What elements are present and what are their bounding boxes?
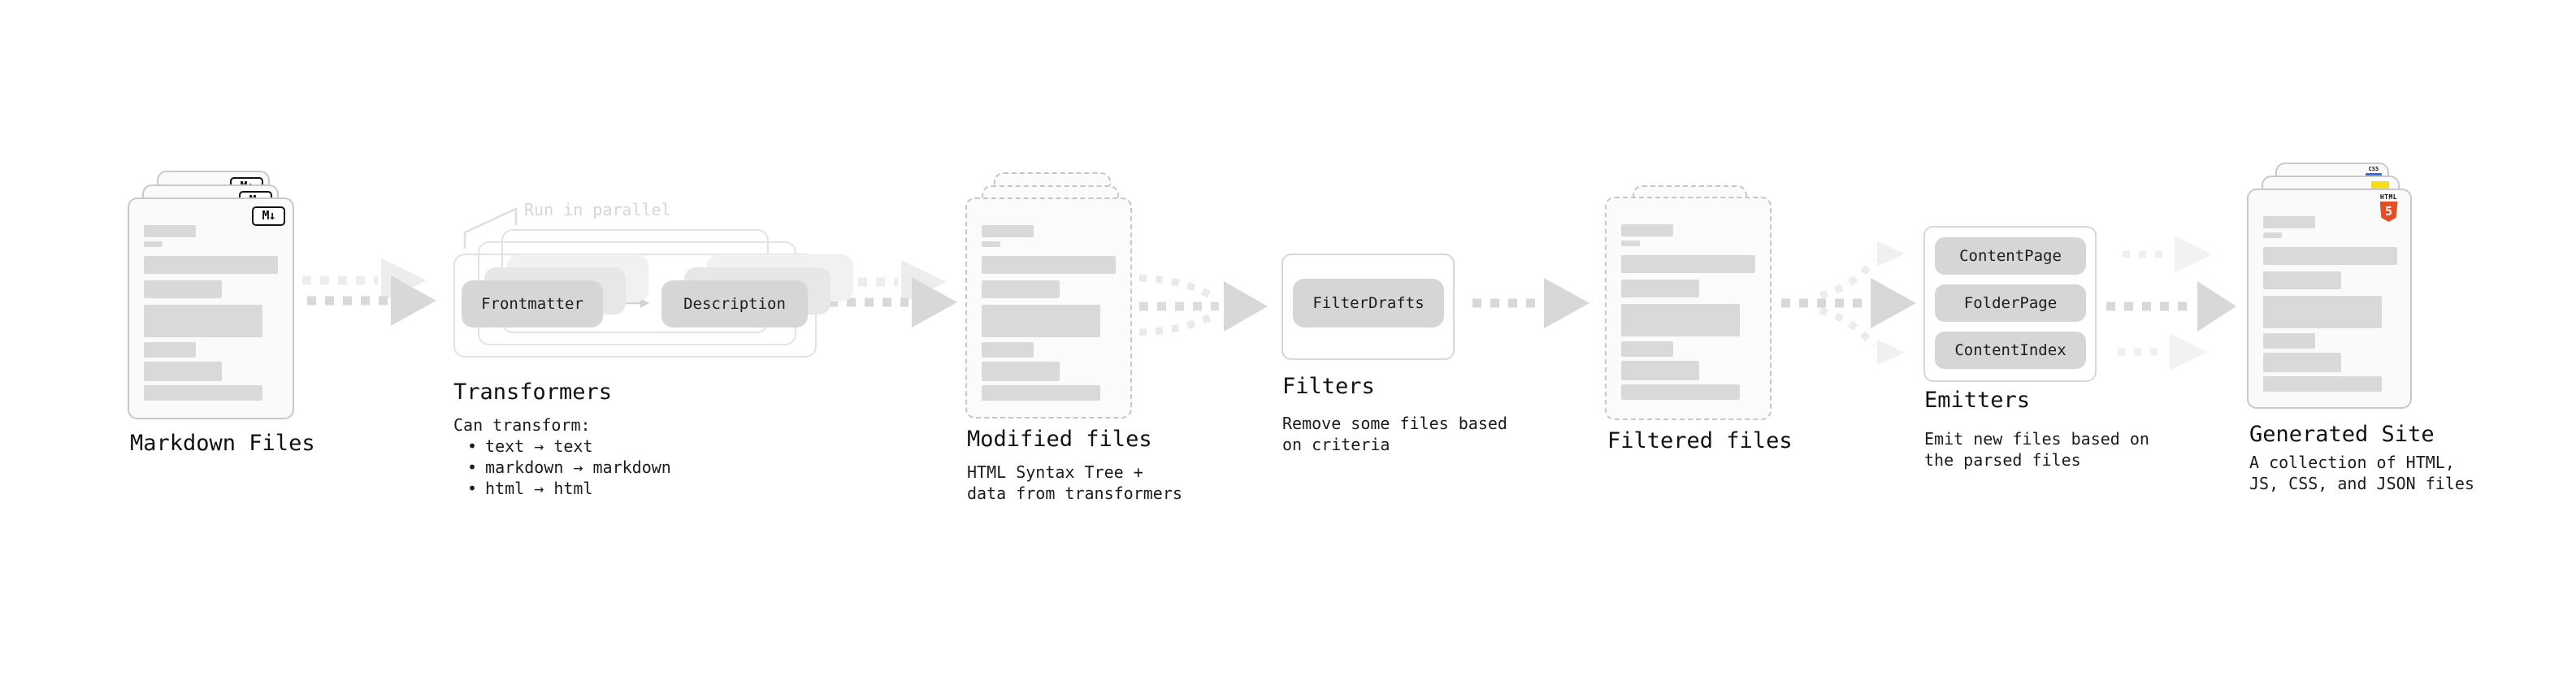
arrow-modified-to-filters (1138, 274, 1268, 336)
note-bullet: •text → text (467, 436, 593, 456)
text-line-placeholder (982, 362, 1060, 381)
generated-site-note: A collection of HTML, JS, CSS, and JSON … (2249, 453, 2474, 493)
text-line-placeholder (2263, 376, 2382, 392)
stage-label-filtered-files: Filtered files (1607, 428, 1793, 453)
arrow-filters-to-filtered (1472, 278, 1589, 328)
text-line-placeholder (982, 385, 1100, 401)
text-line-placeholder (1621, 280, 1699, 297)
text-line-placeholder (1621, 361, 1699, 380)
text-line-placeholder (144, 385, 262, 401)
text-line-placeholder (1621, 304, 1740, 336)
text-line-placeholder (144, 342, 196, 358)
arrow-markdown-to-transformers (302, 258, 436, 326)
text-line-placeholder (2263, 333, 2315, 349)
emitters-note: Emit new files based on the parsed files (1924, 429, 2149, 470)
text-line-placeholder (144, 362, 222, 381)
text-line-placeholder (2263, 271, 2341, 289)
text-line-placeholder (2263, 232, 2282, 238)
markdown-icon: M↓ (252, 206, 285, 226)
text-line-placeholder (2263, 296, 2382, 328)
plugin-filterdrafts: FilterDrafts (1293, 279, 1444, 327)
css-icon: CSS (2366, 167, 2382, 176)
stage-label-transformers: Transformers (453, 380, 613, 405)
filtered-file-card-front (1605, 197, 1772, 420)
text-line-placeholder (982, 256, 1116, 274)
text-line-placeholder (1621, 341, 1673, 357)
text-line-placeholder (1621, 255, 1755, 273)
note-bullet: •html → html (467, 479, 593, 498)
transformers-note: Can transform: •text → text •markdown → … (453, 414, 671, 499)
stage-label-markdown-files: Markdown Files (130, 431, 315, 456)
text-line-placeholder (1621, 224, 1673, 236)
text-line-placeholder (2263, 216, 2315, 228)
plugin-folderpage: FolderPage (1935, 284, 2086, 322)
text-line-placeholder (2263, 247, 2397, 265)
text-line-placeholder (2263, 353, 2341, 372)
plugin-frontmatter: Frontmatter (462, 280, 603, 327)
text-line-placeholder (144, 241, 163, 247)
note-title: Can transform: (453, 415, 591, 435)
run-in-parallel-annotation: Run in parallel (524, 200, 671, 219)
modified-files-note: HTML Syntax Tree + data from transformer… (967, 462, 1182, 503)
stage-label-modified-files: Modified files (967, 427, 1152, 452)
html5-icon: HTML 5 (2379, 194, 2398, 222)
text-line-placeholder (144, 280, 222, 298)
plugin-contentindex: ContentIndex (1935, 332, 2086, 369)
text-line-placeholder (144, 256, 278, 274)
plugin-contentpage: ContentPage (1935, 237, 2086, 275)
markdown-file-card-front: M↓ (128, 197, 294, 419)
stage-label-filters: Filters (1282, 374, 1375, 399)
text-line-placeholder (982, 280, 1060, 298)
text-line-placeholder (1621, 384, 1740, 400)
text-line-placeholder (982, 305, 1100, 337)
text-line-placeholder (144, 225, 196, 237)
stage-label-generated-site: Generated Site (2249, 422, 2435, 447)
text-line-placeholder (1621, 241, 1640, 246)
note-bullet: •markdown → markdown (467, 458, 671, 477)
text-line-placeholder (144, 305, 262, 337)
modified-file-card-front (965, 197, 1132, 419)
arrow-emitters-to-generated (2106, 236, 2236, 371)
arrow-filtered-to-emitters (1781, 241, 1916, 365)
stage-label-emitters: Emitters (1924, 388, 2031, 413)
javascript-icon (2371, 181, 2389, 190)
filters-note: Remove some files based on criteria (1282, 414, 1507, 454)
generated-file-card-html: HTML 5 (2247, 189, 2412, 409)
plugin-description: Description (661, 280, 808, 327)
text-line-placeholder (982, 241, 1000, 247)
text-line-placeholder (982, 225, 1034, 237)
text-line-placeholder (982, 342, 1034, 358)
